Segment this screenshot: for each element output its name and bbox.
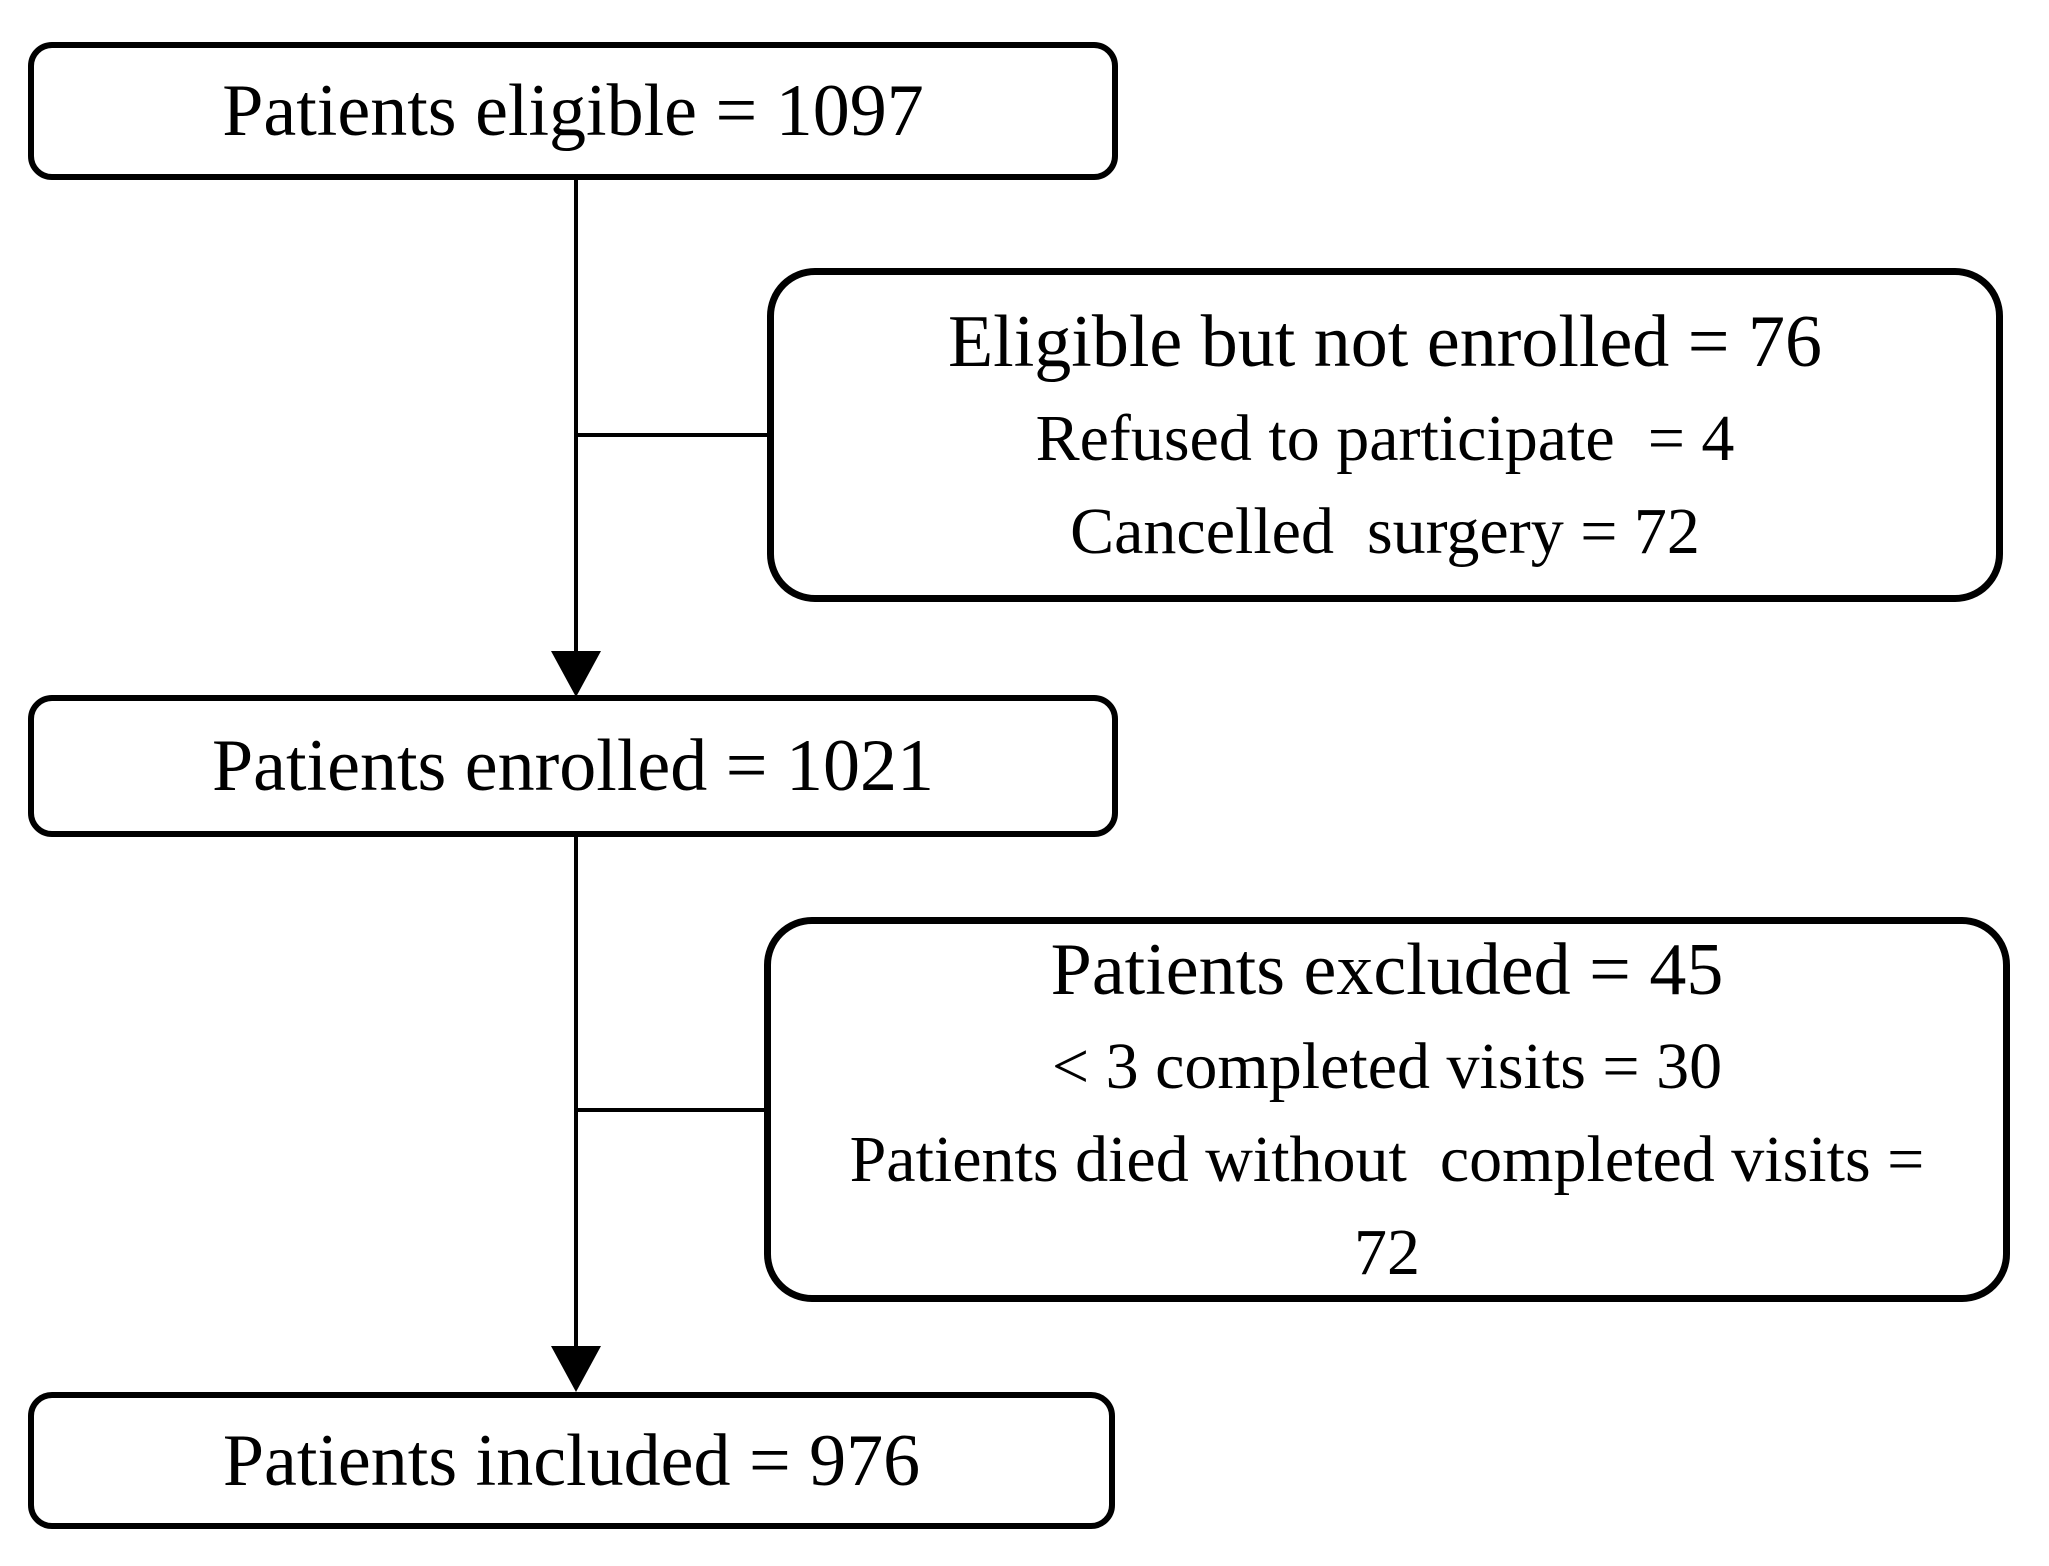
node-patients-excluded: Patients excluded = 45 < 3 completed vis… (764, 917, 2010, 1302)
node-patients-excluded-detail-died: Patients died without completed visits =… (849, 1123, 1941, 1289)
node-eligible-not-enrolled: Eligible but not enrolled = 76 Refused t… (767, 268, 2003, 602)
node-patients-excluded-detail-visits: < 3 completed visits = 30 (1051, 1030, 1723, 1103)
node-patients-included-label: Patients included = 976 (222, 1419, 921, 1502)
arrowhead-to-enrolled-icon (551, 651, 601, 697)
node-patients-enrolled: Patients enrolled = 1021 (28, 695, 1118, 837)
node-eligible-not-enrolled-detail-refused: Refused to participate = 4 (1035, 402, 1735, 475)
node-patients-eligible-label: Patients eligible = 1097 (222, 70, 924, 152)
node-patients-enrolled-label: Patients enrolled = 1021 (211, 725, 934, 807)
arrowhead-to-included-icon (551, 1346, 601, 1392)
node-eligible-not-enrolled-title: Eligible but not enrolled = 76 (947, 301, 1823, 383)
node-patients-excluded-title: Patients excluded = 45 (1050, 929, 1724, 1011)
node-patients-included: Patients included = 976 (28, 1392, 1115, 1529)
node-eligible-not-enrolled-detail-cancelled: Cancelled surgery = 72 (1070, 495, 1700, 568)
node-patients-eligible: Patients eligible = 1097 (28, 42, 1118, 180)
